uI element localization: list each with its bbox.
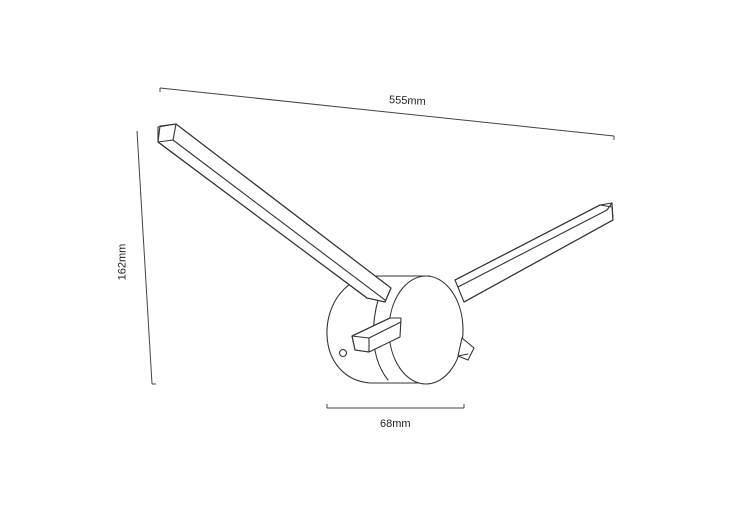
- height-dimension-line: [136, 130, 156, 385]
- front-stub-arm: [351, 317, 402, 353]
- width-dimension-label: 555mm: [388, 94, 426, 108]
- depth-dimension-label: 68mm: [380, 418, 411, 430]
- mounting-hole: [338, 348, 348, 358]
- right-arm: [454, 202, 614, 303]
- depth-dimension-line: [326, 404, 465, 409]
- height-dimension-label: 162mm: [116, 243, 129, 281]
- left-arm: [157, 123, 392, 303]
- width-dimension-line: [159, 87, 615, 140]
- rear-stub-arm: [457, 337, 475, 361]
